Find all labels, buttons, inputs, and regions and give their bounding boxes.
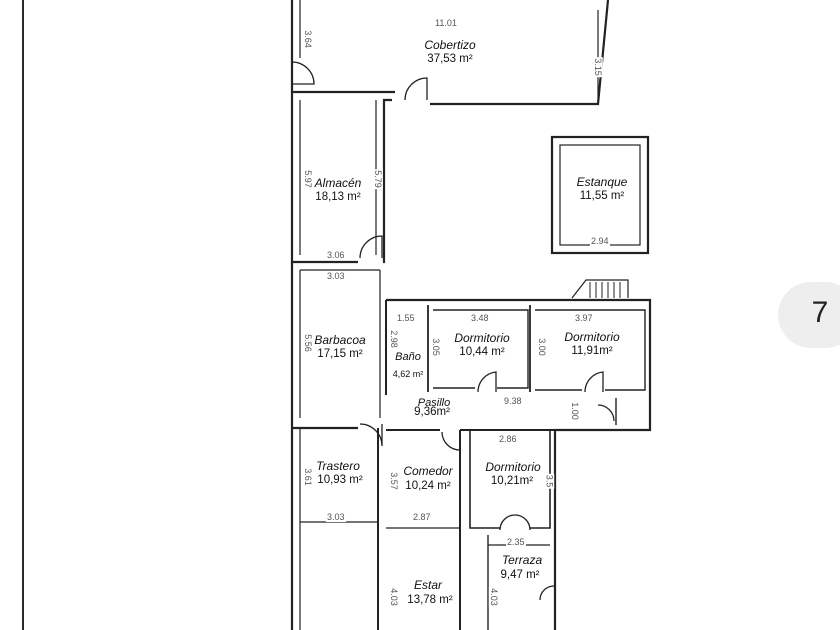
room-area-terraza: 9,47 m² xyxy=(500,569,540,581)
room-name-barbacoa: Barbacoa xyxy=(314,333,366,347)
dimension-label: 1.55 xyxy=(396,313,416,323)
room-name-terraza: Terraza xyxy=(501,553,543,567)
dimension-label: 3.15 xyxy=(592,57,603,77)
page-number: 7 xyxy=(811,296,829,329)
room-name-cobertizo: Cobertizo xyxy=(424,38,476,52)
room-name-pasillo: Pasillo xyxy=(417,397,451,409)
dimension-label: 3.97 xyxy=(574,313,594,323)
room-area-pasillo: 9,36m² xyxy=(414,406,450,418)
dimension-label: 2.35 xyxy=(506,537,526,547)
room-area-dormitorio-1: 10,44 m² xyxy=(459,346,505,358)
dimension-label: 3.00 xyxy=(536,337,547,357)
room-area-estar: 13,78 m² xyxy=(407,594,453,606)
dimension-label: 3.05 xyxy=(430,337,441,357)
room-area-trastero: 10,93 m² xyxy=(317,474,363,486)
room-area-dormitorio-3: 10,21m² xyxy=(490,475,534,487)
room-name-dormitorio-3: Dormitorio xyxy=(485,460,541,474)
dimension-label: 2.87 xyxy=(412,512,432,522)
page-indicator[interactable]: 7 xyxy=(778,282,840,348)
dimension-label: 1.00 xyxy=(569,401,580,421)
wall-barbacoa xyxy=(290,262,358,630)
room-name-almacen: Almacén xyxy=(314,176,362,190)
room-name-bano: Baño xyxy=(395,351,421,363)
room-area-barbacoa: 17,15 m² xyxy=(317,348,363,360)
dimension-label: 11.01 xyxy=(434,18,458,28)
room-area-comedor: 10,24 m² xyxy=(405,480,451,492)
dimension-label: 3.57 xyxy=(388,471,399,491)
room-area-dormitorio-2: 11,91m² xyxy=(571,345,613,357)
room-area-bano: 4,62 m² xyxy=(392,369,424,379)
dimension-label: 5.79 xyxy=(372,169,383,189)
wall-central xyxy=(386,298,652,630)
room-area-cobertizo: 37,53 m² xyxy=(427,53,473,65)
page-margin-line xyxy=(22,0,24,630)
dimension-label: 3.5 xyxy=(544,473,555,489)
dimension-label: 3.06 xyxy=(326,250,346,260)
room-name-estanque: Estanque xyxy=(576,175,628,189)
dimension-label: 4.03 xyxy=(388,587,399,607)
room-name-trastero: Trastero xyxy=(316,459,360,473)
dimension-label: 9.38 xyxy=(503,396,523,406)
dimension-label: 2.86 xyxy=(498,434,518,444)
dimension-label: 3.48 xyxy=(470,313,490,323)
dimension-label: 3.03 xyxy=(326,271,346,281)
dimension-label: 3.64 xyxy=(302,29,313,49)
dimension-label: 2.98 xyxy=(388,329,399,349)
room-area-almacen: 18,13 m² xyxy=(315,191,361,203)
dimension-label: 3.61 xyxy=(302,467,313,487)
wall-estanque xyxy=(550,135,650,255)
dimension-label: 5.97 xyxy=(302,169,313,189)
dimension-label: 2.94 xyxy=(590,236,610,246)
dimension-label: 3.03 xyxy=(326,512,346,522)
dimension-label: 4.03 xyxy=(488,587,499,607)
room-area-estanque: 11,55 m² xyxy=(579,190,625,202)
dimension-label: 5.56 xyxy=(302,333,313,353)
room-name-dormitorio-1: Dormitorio xyxy=(454,331,510,345)
room-name-comedor: Comedor xyxy=(403,464,453,478)
wall-cobertizo xyxy=(290,0,610,106)
room-name-dormitorio-2: Dormitorio xyxy=(564,330,620,344)
room-name-estar: Estar xyxy=(413,578,443,592)
